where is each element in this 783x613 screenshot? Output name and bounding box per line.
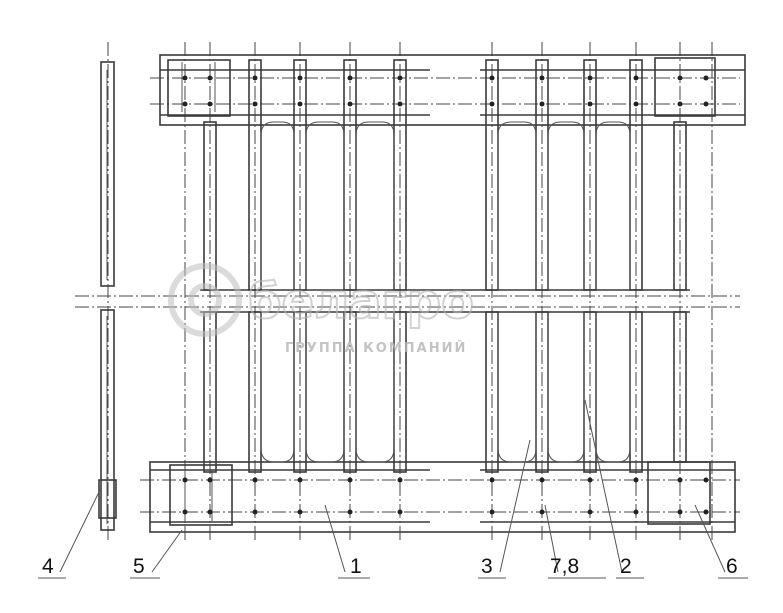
- side-rod: [98, 61, 117, 531]
- bolt-holes: [182, 75, 709, 515]
- watermark-logo-inner-icon: [188, 283, 222, 317]
- callout-3: 3: [481, 555, 493, 578]
- callout-1: 1: [350, 555, 362, 578]
- middle-crossbar: [200, 289, 690, 313]
- callout-2: 2: [620, 555, 632, 578]
- callout-5: 5: [133, 555, 145, 578]
- watermark-subtitle: ГРУППА КОМПАНИЙ: [285, 340, 467, 356]
- callout-7-8: 7,8: [550, 555, 579, 578]
- bottom-crossbar: [149, 461, 736, 533]
- vertical-ribs-lower: [203, 311, 687, 473]
- vertical-ribs-upper: [203, 59, 687, 291]
- callout-4: 4: [42, 555, 54, 578]
- watermark-brand: белагро: [248, 274, 474, 330]
- top-crossbar: [159, 54, 746, 126]
- watermark-logo-icon: [168, 263, 242, 337]
- watermark: белагро ГРУППА КОМПАНИЙ: [168, 263, 475, 356]
- callout-6: 6: [726, 555, 738, 578]
- leader-lines: [38, 399, 748, 579]
- callouts: 4 5 1 3 7,8 2 6: [42, 555, 738, 578]
